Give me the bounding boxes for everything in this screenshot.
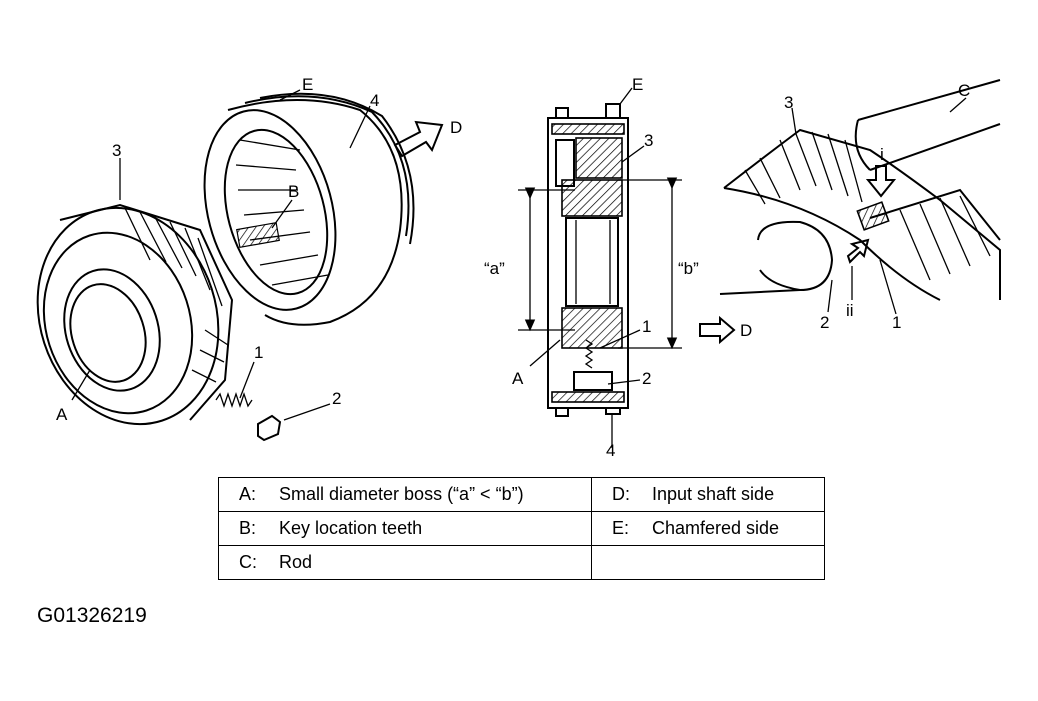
dimension-b: [618, 177, 682, 350]
label-d-center: D: [740, 321, 752, 340]
label-1-left: 1: [254, 343, 263, 362]
shifting-key-part: [257, 414, 282, 442]
legend-text: Rod: [279, 552, 313, 572]
legend-key: D:: [612, 484, 630, 504]
legend-cell: B: Key location teeth: [218, 511, 592, 546]
label-1-center: 1: [642, 317, 651, 336]
figure-code: G01326219: [37, 604, 147, 627]
legend-text: Chamfered side: [652, 518, 780, 538]
label-2-left: 2: [332, 389, 341, 408]
dimension-a: [518, 187, 575, 332]
legend-key: A:: [239, 484, 257, 504]
legend-text: Input shaft side: [652, 484, 775, 504]
legend-key: E:: [612, 518, 630, 538]
label-3-left: 3: [112, 141, 121, 160]
synchronizer-sleeve: [203, 92, 415, 326]
label-b-left: B: [288, 182, 299, 201]
label-c-right: C: [958, 81, 970, 100]
legend-cell: D: Input shaft side: [591, 477, 825, 512]
label-4-center: 4: [606, 441, 615, 460]
label-i-right: i: [880, 145, 884, 164]
direction-arrow-d-center: [699, 315, 736, 345]
legend-table: A: Small diameter boss (“a” < “b”) D: Inpu…: [218, 477, 825, 580]
label-a-dim: “a”: [484, 259, 505, 278]
legend-row: C: Rod: [218, 545, 825, 580]
legend-row: B: Key location teeth E: Chamfered side: [218, 511, 825, 546]
label-e-center: E: [632, 75, 643, 94]
label-3-right: 3: [784, 93, 793, 112]
label-a-left: A: [56, 405, 68, 424]
label-b-dim: “b”: [678, 259, 699, 278]
legend-text: Small diameter boss (“a” < “b”): [279, 484, 524, 504]
legend-key: B:: [239, 518, 257, 538]
sleeve-section-view: [547, 103, 629, 417]
synchronizer-assembly-diagram: 3 E 4 D B A 1 2: [36, 75, 1001, 460]
legend-key: C:: [239, 552, 257, 572]
label-3-center: 3: [644, 131, 653, 150]
label-ii-right: ii: [846, 301, 854, 320]
label-1-right: 1: [892, 313, 901, 332]
legend-cell: [591, 545, 825, 580]
legend-text: Key location teeth: [279, 518, 423, 538]
legend-cell: E: Chamfered side: [591, 511, 825, 546]
direction-arrow-d: [393, 120, 444, 158]
label-d-left: D: [450, 118, 462, 137]
legend-row: A: Small diameter boss (“a” < “b”) D: Inpu…: [218, 477, 825, 512]
legend-cell: A: Small diameter boss (“a” < “b”): [218, 477, 592, 512]
synchronizer-hub: [36, 203, 234, 426]
label-2-right: 2: [820, 313, 829, 332]
legend-cell: C: Rod: [218, 545, 592, 580]
spring-part: [215, 391, 253, 409]
installation-view: [719, 79, 1001, 301]
label-e-left: E: [302, 75, 313, 94]
label-4-left: 4: [370, 91, 379, 110]
label-2-center: 2: [642, 369, 651, 388]
label-a-center: A: [512, 369, 524, 388]
